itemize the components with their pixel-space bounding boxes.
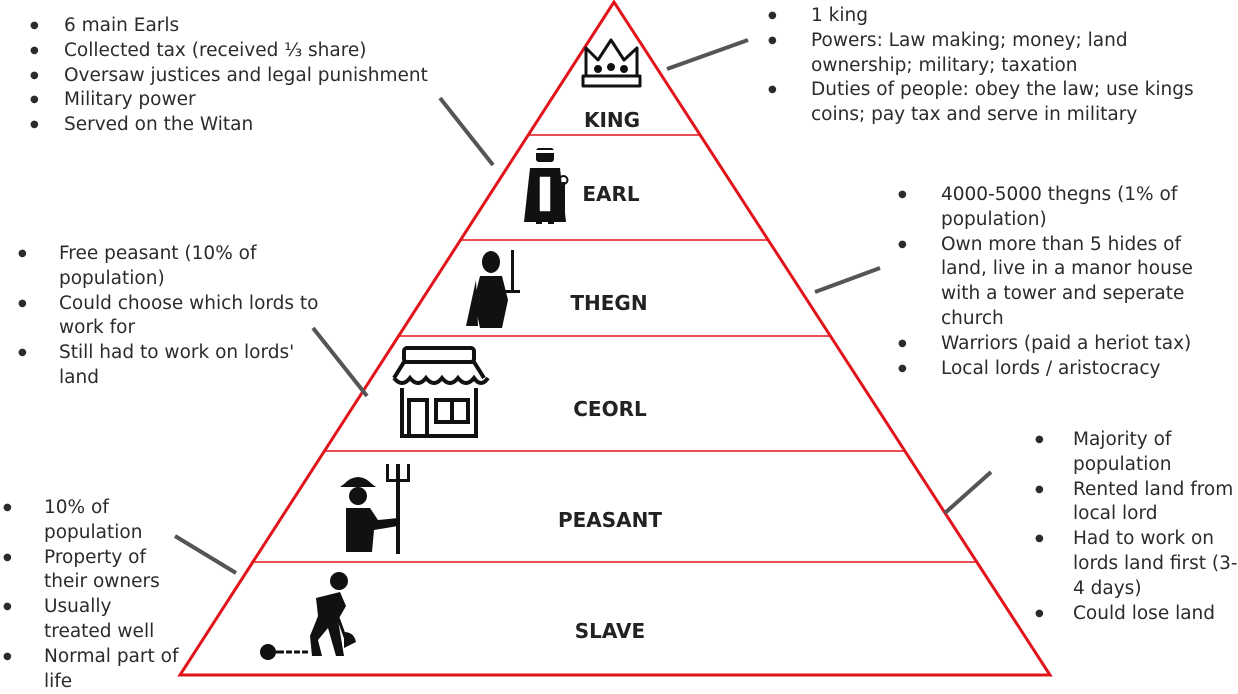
note-item: Rented land from local lord xyxy=(1035,478,1238,528)
tier-label-ceorl: CEORL xyxy=(573,397,647,421)
earl-notes: 6 main Earls Collected tax (received ⅓ s… xyxy=(30,14,494,138)
note-item: Collected tax (received ⅓ share) xyxy=(30,39,494,64)
slave-notes: 10% of population Property of their owne… xyxy=(3,496,184,694)
note-item: Warriors (paid a heriot tax) xyxy=(898,332,1231,357)
connector-thegn xyxy=(814,266,881,294)
crown-icon xyxy=(581,38,642,88)
note-item: Served on the Witan xyxy=(30,113,494,138)
tier-label-slave: SLAVE xyxy=(575,619,645,643)
note-item: Could choose which lords to work for xyxy=(18,292,339,342)
tier-label-peasant: PEASANT xyxy=(558,508,662,532)
note-item: Oversaw justices and legal punishment xyxy=(30,64,494,89)
note-item: Local lords / aristocracy xyxy=(898,357,1231,382)
note-item: Normal part of life xyxy=(3,645,184,694)
note-item: Own more than 5 hides of land, live in a… xyxy=(898,233,1231,332)
knight-with-sword-icon xyxy=(466,250,520,328)
tier-label-thegn: THEGN xyxy=(570,291,647,315)
note-item: Free peasant (10% of population) xyxy=(18,242,339,292)
ceorl-notes: Free peasant (10% of population) Could c… xyxy=(18,242,339,391)
note-item: 6 main Earls xyxy=(30,14,494,39)
note-item: Had to work on lords land first (3-4 day… xyxy=(1035,527,1238,601)
note-item: Could lose land xyxy=(1035,602,1238,627)
note-item: 4000-5000 thegns (1% of population) xyxy=(898,183,1231,233)
peasant-notes: Majority of population Rented land from … xyxy=(1035,428,1238,627)
tier-label-earl: EARL xyxy=(582,182,640,206)
note-item: 1 king xyxy=(768,4,1231,29)
note-item: Usually treated well xyxy=(3,595,184,645)
shop-icon xyxy=(392,346,490,438)
note-item: Military power xyxy=(30,88,494,113)
connector-peasant xyxy=(943,470,993,515)
note-item: Property of their owners xyxy=(3,546,184,596)
thegn-notes: 4000-5000 thegns (1% of population) Own … xyxy=(898,183,1231,382)
shackled-worker-with-shovel-icon xyxy=(260,572,356,660)
note-item: Duties of people: obey the law; use king… xyxy=(768,78,1231,128)
connector-king xyxy=(666,38,749,71)
connector-slave xyxy=(173,534,238,575)
tier-label-king: KING xyxy=(584,108,640,132)
earl-figure-icon xyxy=(524,148,569,224)
note-item: 10% of population xyxy=(3,496,184,546)
note-item: Majority of population xyxy=(1035,428,1238,478)
king-notes: 1 king Powers: Law making; money; land o… xyxy=(768,4,1231,128)
note-item: Powers: Law making; money; land ownershi… xyxy=(768,29,1231,79)
note-item: Still had to work on lords' land xyxy=(18,341,339,391)
farmer-with-pitchfork-icon xyxy=(340,464,410,554)
